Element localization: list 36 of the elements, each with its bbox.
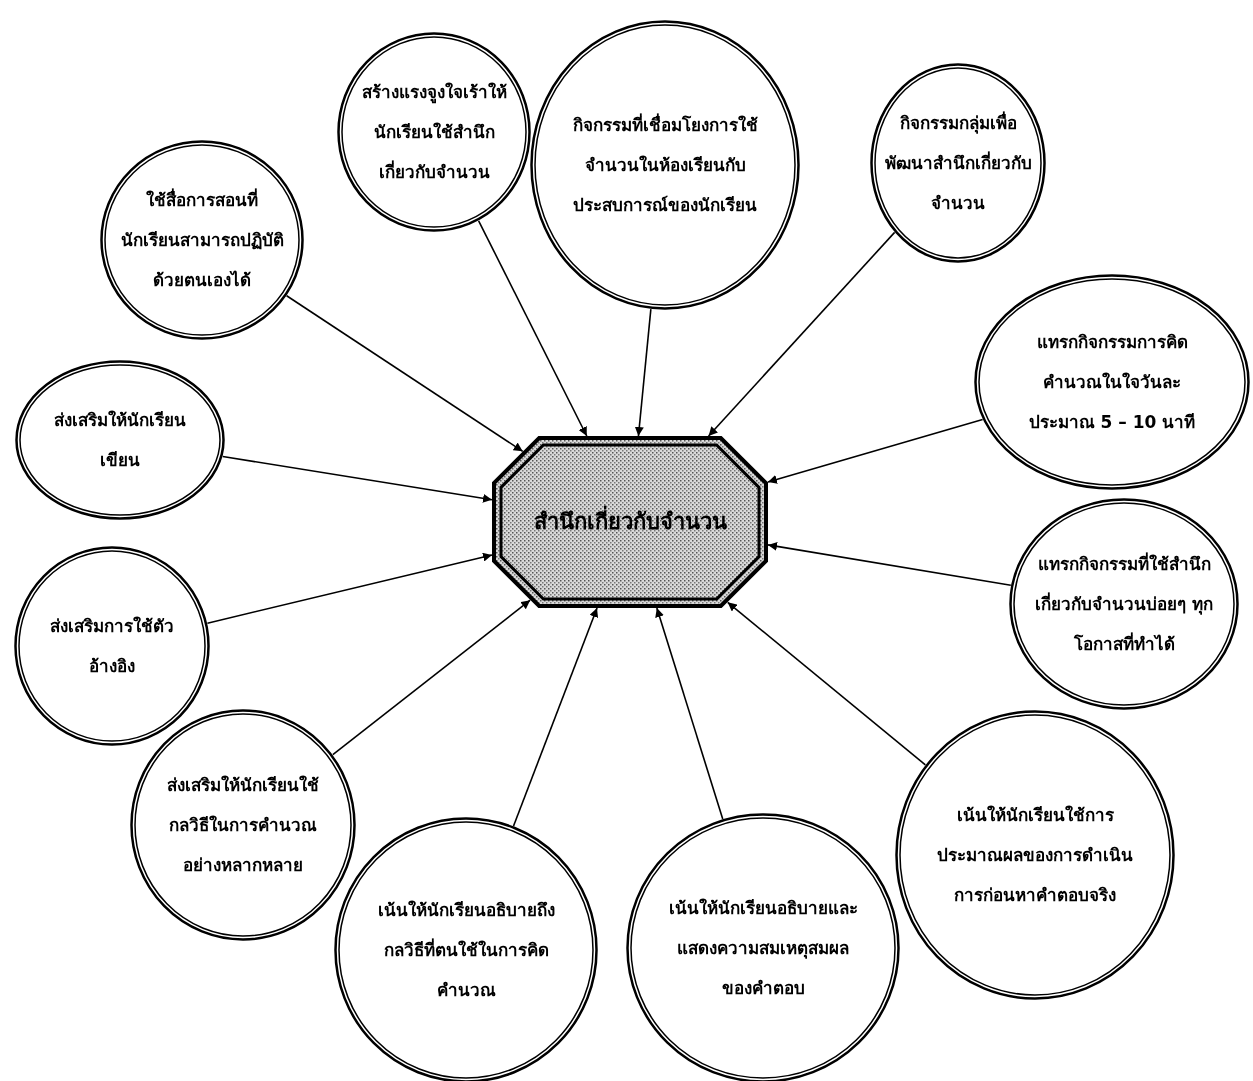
node-text: ส่งเสริมให้นักเรียนเขียน: [53, 409, 187, 472]
circle-node: [530, 20, 800, 310]
node-text: เน้นให้นักเรียนใช้การประมาณผลของการดำเนินการก่อนหาคำตอบจริง: [936, 804, 1134, 907]
arrow: [332, 599, 531, 756]
arrow: [285, 294, 524, 453]
node-text: แทรกกิจกรรมการคิดคำนวณในใจวันละประมาณ 5 – 10 นาที: [1027, 331, 1197, 434]
circle-node: [14, 546, 210, 746]
arrow: [767, 541, 1012, 586]
arrow: [206, 552, 493, 624]
node-text: ใช้สื่อการสอนที่นักเรียนสามารถปฏิบัติด้วยตนเองได้: [119, 187, 285, 292]
circle-node: [337, 32, 531, 232]
node-text: กิจกรรมที่เชื่อมโยงการใช้จำนวนในห้องเรียนกับประสบการณ์ของนักเรียน: [571, 112, 759, 217]
circle-node: [974, 274, 1250, 490]
node-text: สร้างแรงจูงใจเร้าให้นักเรียนใช้สำนึกเกี่ยวกับจำนวน: [360, 81, 508, 184]
octagon-node: [492, 436, 768, 608]
node-text: ส่งเสริมการใช้ตัวอ้างอิง: [49, 615, 175, 678]
arrow: [477, 220, 588, 437]
arrow: [221, 455, 493, 503]
circle-node: [1009, 498, 1239, 710]
node-text: เน้นให้นักเรียนอธิบายถึงกลวิธีที่ตนใช้ในการคิดคำนวณ: [376, 899, 556, 1002]
node-text: เน้นให้นักเรียนอธิบายและแสดงความสมเหตุสมผลของคำตอบ: [668, 897, 858, 1000]
arrow: [655, 607, 724, 820]
arrow: [512, 607, 599, 827]
arrow: [767, 418, 984, 484]
arrow: [726, 601, 927, 766]
circle-node: [870, 63, 1046, 263]
circle-node: [895, 710, 1175, 1000]
circle-node: [100, 140, 304, 340]
node-text: ส่งเสริมให้นักเรียนใช้กลวิธีในการคำนวณอย่างหลากหลาย: [166, 774, 320, 877]
circle-node: [130, 709, 356, 941]
node-text: สำนึกเกี่ยวกับจำนวน: [530, 498, 730, 546]
node-text: กิจกรรมกลุ่มเพื่อพัฒนาสำนึกเกี่ยวกับจำนวน: [883, 110, 1033, 215]
circle-node: [15, 360, 225, 520]
arrow: [634, 308, 652, 437]
arrow: [707, 231, 896, 437]
node-text: แทรกกิจกรรมที่ใช้สำนึกเกี่ยวกับจำนวนบ่อยๆ ทุกโอกาสที่ทำได้: [1034, 551, 1214, 656]
